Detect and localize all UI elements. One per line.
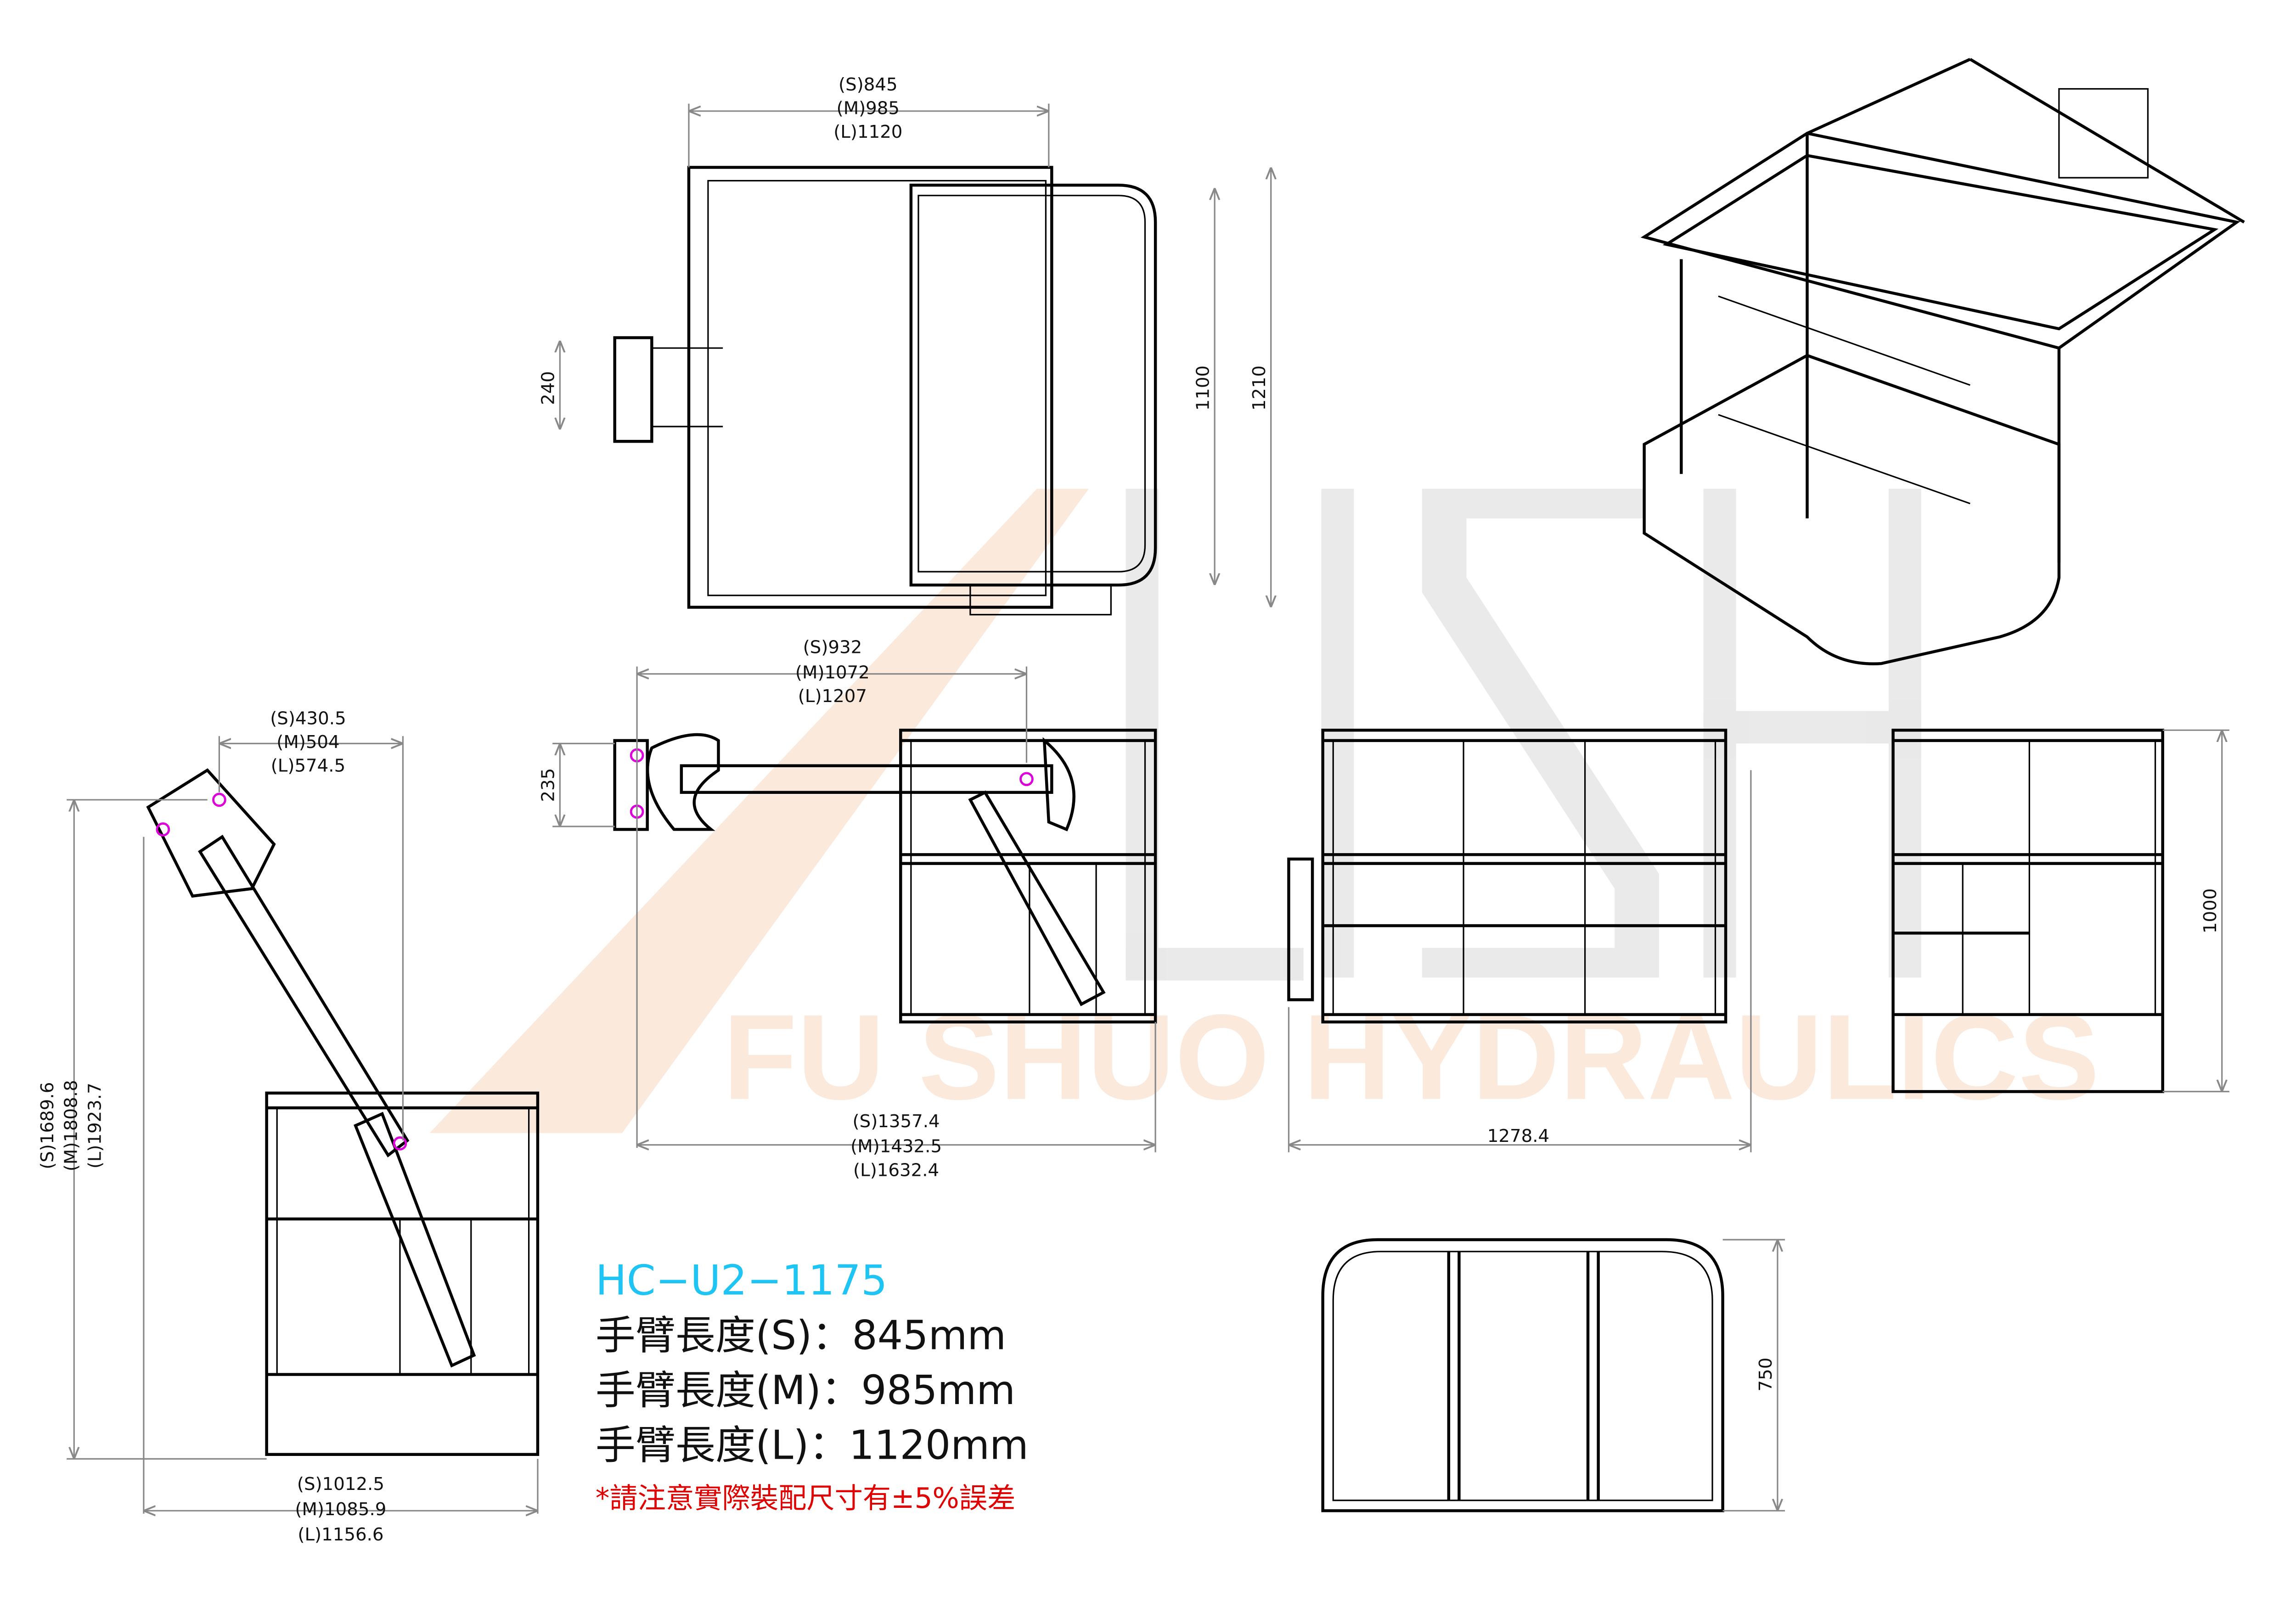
watermark-logo-a bbox=[429, 489, 1089, 1133]
arm-length-m: 手臂長度(M)：985mm bbox=[596, 1367, 1015, 1414]
dim-arm-offset-s: (S)430.5 bbox=[270, 708, 346, 729]
isometric-view bbox=[1640, 58, 2245, 665]
right-view: 1000 bbox=[1891, 729, 2229, 1093]
top-view: (S)845 (M)985 (L)1120 1100 1210 240 bbox=[538, 74, 1271, 616]
dim-top-width-l: (L)1120 bbox=[833, 122, 902, 142]
dim-height-m: (M)1808.8 bbox=[61, 1080, 82, 1171]
model-number: HC−U2−1175 bbox=[596, 1256, 888, 1304]
arm-length-l: 手臂長度(L)：1120mm bbox=[596, 1422, 1029, 1468]
dim-arm-offset-l: (L)574.5 bbox=[271, 756, 346, 776]
dim-top-width-m: (M)985 bbox=[837, 98, 900, 118]
bottom-view: 750 bbox=[1321, 1238, 1785, 1512]
dim-bracket-240: 240 bbox=[538, 371, 558, 405]
dim-arm-reach-s: (S)932 bbox=[803, 637, 862, 658]
dim-depth-l: (L)1156.6 bbox=[298, 1524, 383, 1545]
dim-front-width: 1278.4 bbox=[1487, 1126, 1549, 1146]
dim-bottom-depth: 750 bbox=[1756, 1358, 1776, 1392]
dim-bracket-235: 235 bbox=[538, 768, 558, 802]
dim-overall-s: (S)1357.4 bbox=[853, 1111, 940, 1132]
dim-height-l: (L)1923.7 bbox=[84, 1083, 105, 1169]
watermark-text: FU SHUO HYDRAULICS bbox=[723, 990, 2099, 1125]
arm-length-s: 手臂長度(S)：845mm bbox=[596, 1312, 1006, 1359]
arm-view: (S)932 (M)1072 (L)1207 235 (S)1357.4 (M)… bbox=[538, 637, 1157, 1180]
side-view: (S)430.5 (M)504 (L)574.5 (S)1689.6 (M)18… bbox=[37, 708, 540, 1545]
dim-depth-m: (M)1085.9 bbox=[295, 1499, 386, 1520]
front-view: 1278.4 bbox=[1287, 729, 1752, 1152]
tolerance-note: *請注意實際裝配尺寸有±5%誤差 bbox=[596, 1482, 1016, 1515]
dim-arm-reach-l: (L)1207 bbox=[798, 686, 867, 707]
spec-block: HC−U2−1175 手臂長度(S)：845mm 手臂長度(M)：985mm 手… bbox=[596, 1256, 1029, 1515]
dim-arm-offset-m: (M)504 bbox=[276, 732, 339, 753]
dim-depth-s: (S)1012.5 bbox=[297, 1474, 384, 1495]
dim-outer-height: 1210 bbox=[1249, 365, 1270, 410]
dim-overall-m: (M)1432.5 bbox=[850, 1136, 942, 1157]
dim-top-width-s: (S)845 bbox=[838, 74, 898, 95]
watermark: FU SHUO HYDRAULICS bbox=[429, 489, 2099, 1133]
dim-right-height: 1000 bbox=[2200, 888, 2221, 933]
dim-inner-height: 1100 bbox=[1193, 365, 1213, 410]
dim-overall-l: (L)1632.4 bbox=[853, 1160, 939, 1180]
watermark-logo-letters bbox=[1125, 489, 1921, 981]
dim-arm-reach-m: (M)1072 bbox=[795, 662, 870, 683]
dim-height-s: (S)1689.6 bbox=[37, 1082, 58, 1169]
